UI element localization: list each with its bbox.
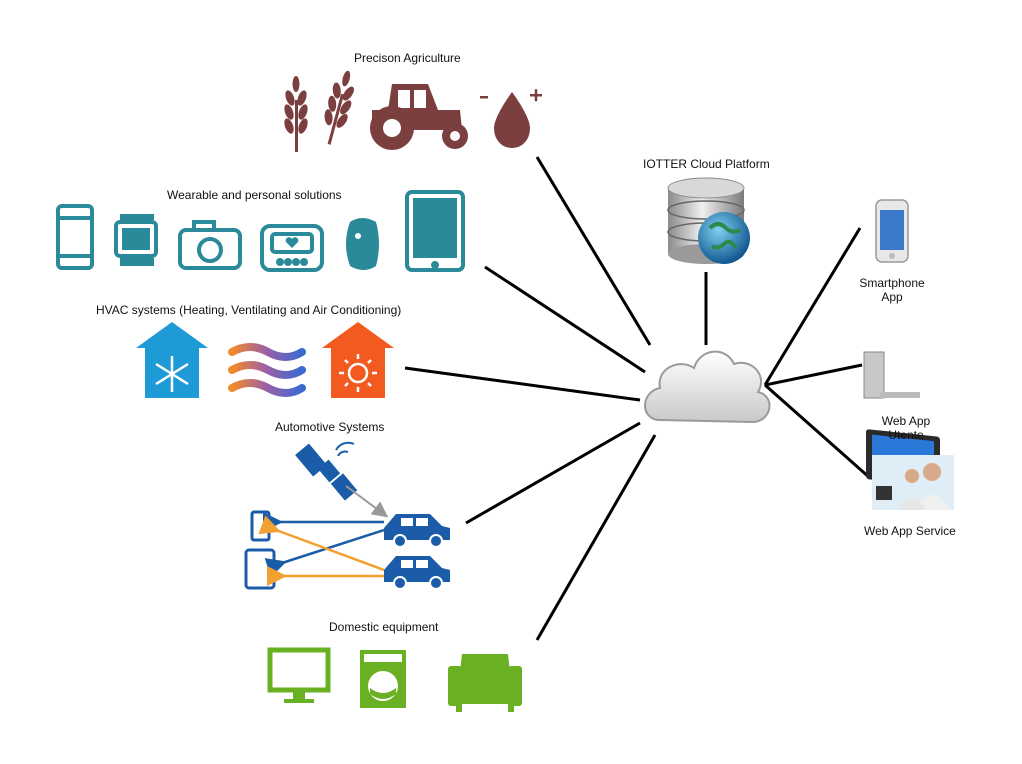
satellite-signal-arrow <box>345 485 389 518</box>
fitness-band-icon <box>346 218 379 270</box>
airflow-icon <box>228 343 306 397</box>
client-service-team-icon <box>872 455 954 510</box>
wheat-icon <box>284 76 308 152</box>
connector-hvac <box>404 366 641 402</box>
heart-monitor-icon <box>260 224 324 272</box>
car-icon <box>384 514 450 548</box>
connector-automotive <box>465 421 641 525</box>
connector-webapp-service <box>764 383 871 480</box>
camera-icon <box>178 220 242 270</box>
connector-webapp-user <box>764 363 863 387</box>
connector-wearable <box>484 265 646 374</box>
car-icon <box>384 556 450 590</box>
washing-machine-icon <box>360 650 406 708</box>
smartphone-icon <box>250 510 271 542</box>
connector-domestic <box>535 434 657 641</box>
cold-house-icon <box>136 322 208 398</box>
hvac-title: HVAC systems (Heating, Ventilating and A… <box>96 303 402 317</box>
automotive-title: Automotive Systems <box>275 420 385 434</box>
monitor-icon <box>267 647 331 703</box>
water-drop-icon <box>480 89 542 148</box>
webapp-user-label: Web App Utente <box>866 414 946 442</box>
smartphone-app-line1: Smartphone <box>859 276 925 290</box>
wheat-icon <box>324 70 355 145</box>
domestic-title: Domestic equipment <box>329 620 439 634</box>
hvac-icons <box>136 322 394 398</box>
smartphone-app-label: Smartphone App <box>852 276 932 304</box>
data-flow-arrows <box>258 512 385 586</box>
webapp-user-line1: Web App <box>881 414 931 428</box>
agriculture-title: Precison Agriculture <box>354 51 461 65</box>
tablet-icon <box>244 548 276 590</box>
tractor-icon <box>370 84 468 150</box>
database-globe-icon <box>667 177 750 264</box>
agriculture-icons <box>284 70 542 152</box>
satellite-icon <box>295 441 358 501</box>
cloud-platform-title: IOTTER Cloud Platform <box>643 157 770 171</box>
domestic-icons <box>267 647 522 712</box>
connector-lines <box>404 156 871 641</box>
tablet-icon <box>405 190 465 272</box>
connector-smartphone <box>763 227 862 386</box>
armchair-icon <box>448 654 522 712</box>
webapp-service-label: Web App Service <box>864 524 956 538</box>
automotive-icons <box>244 441 450 590</box>
cloud-icon <box>644 350 771 424</box>
connector-agriculture <box>535 156 652 346</box>
smartphone-icon <box>56 204 94 270</box>
client-smartphone-icon <box>875 199 909 263</box>
smartwatch-icon <box>114 214 158 266</box>
smartphone-app-line2: App <box>881 290 903 304</box>
hot-house-icon <box>322 322 394 398</box>
wearable-title: Wearable and personal solutions <box>167 188 342 202</box>
webapp-user-line2: Utente <box>888 428 924 442</box>
wearable-icons <box>56 190 465 272</box>
